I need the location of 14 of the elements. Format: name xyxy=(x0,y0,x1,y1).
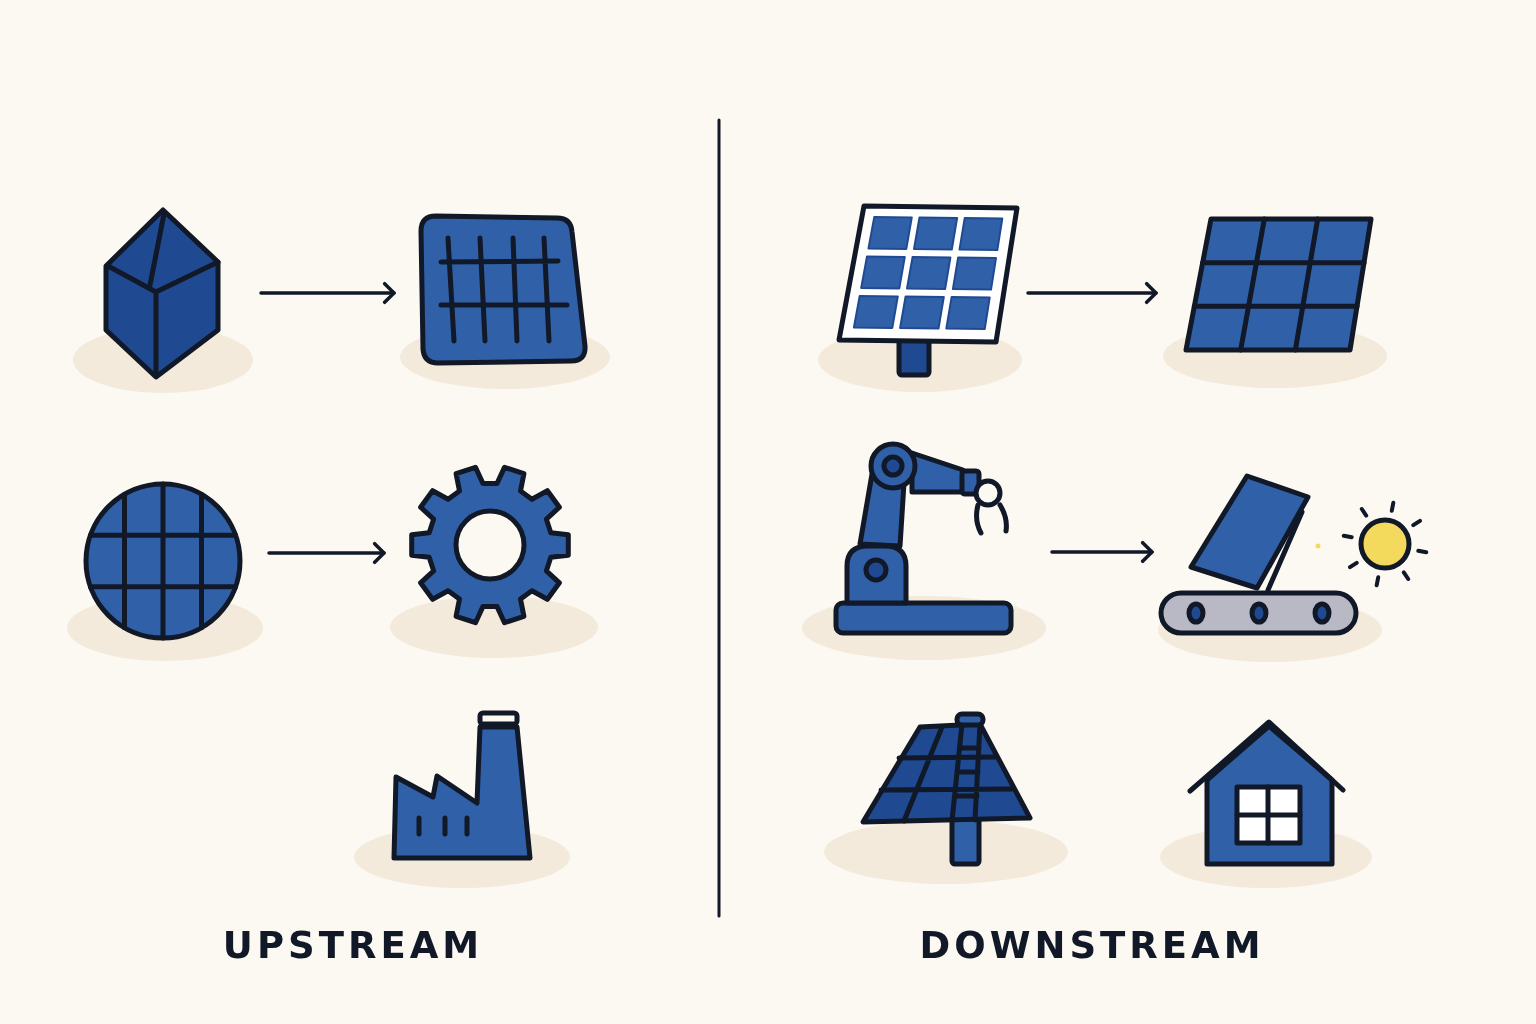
house-icon xyxy=(1158,717,1374,890)
arrow xyxy=(259,281,396,305)
gear-icon xyxy=(388,462,600,660)
arrow xyxy=(1050,540,1154,564)
robot-arm-icon xyxy=(800,440,1048,662)
section-heading: UPSTREAM xyxy=(222,924,484,967)
factory-icon xyxy=(352,709,572,890)
grid-disc-icon xyxy=(65,481,265,663)
pole-solar-panel-icon xyxy=(822,710,1070,886)
solar-panel-icon xyxy=(816,201,1024,394)
solar-panel-icon xyxy=(1160,214,1389,390)
arrow xyxy=(1026,281,1158,305)
section-heading: DOWNSTREAM xyxy=(919,924,1265,967)
arrow xyxy=(267,541,386,565)
